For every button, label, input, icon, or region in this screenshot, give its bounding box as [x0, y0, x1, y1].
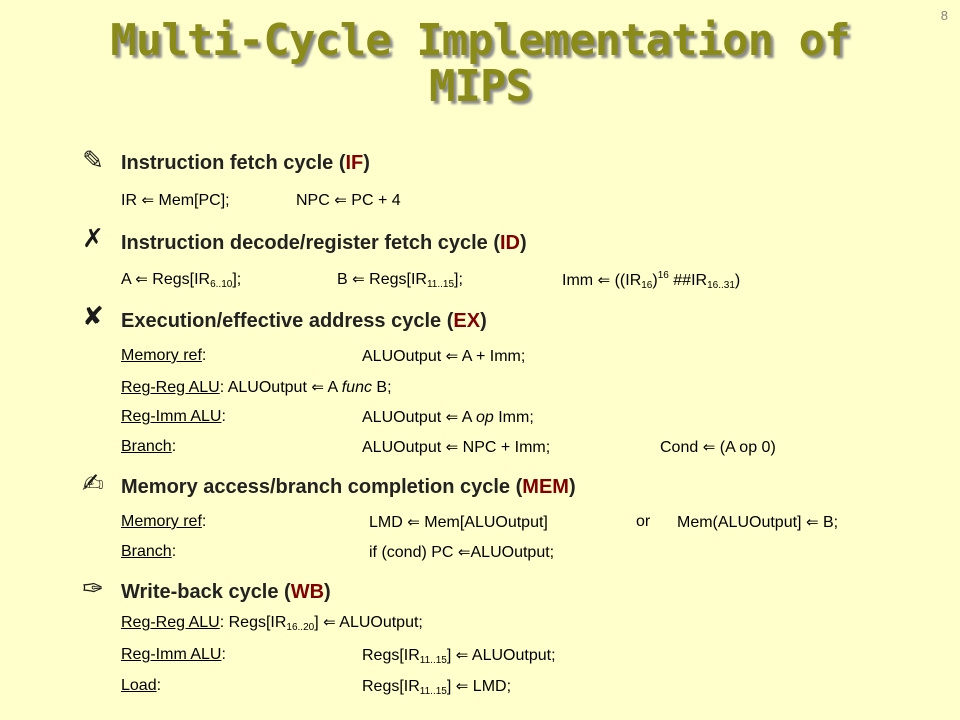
- ex-regimm-line: Reg-Imm ALU:: [121, 408, 226, 425]
- pen-bullet-icon: ✑: [82, 574, 104, 604]
- assign-arrow-icon: ⇐: [597, 271, 611, 289]
- pencil-bullet-icon: ✎: [82, 146, 104, 176]
- if-abbr: IF: [345, 152, 364, 174]
- assign-arrow-icon: ⇐: [334, 191, 347, 209]
- title-line-1: Multi-Cycle Implementation of: [110, 15, 850, 66]
- writing-hand-bullet-icon: ✍: [82, 469, 104, 499]
- ex-regimm-expr: ALUOutput ⇐ A op Imm;: [362, 408, 534, 426]
- assign-arrow-icon: ⇐: [445, 347, 459, 365]
- assign-arrow-icon: ⇐: [323, 613, 336, 631]
- title-line-2: MIPS: [429, 61, 532, 112]
- assign-arrow-icon: ⇐: [141, 191, 155, 209]
- mem-or: or: [636, 513, 651, 530]
- ex-cond-expr: Cond ⇐ (A op 0): [660, 438, 776, 456]
- id-b-line: B ⇐ Regs[IR11..15];: [337, 270, 463, 290]
- assign-arrow-icon: ⇐: [445, 438, 459, 456]
- assign-arrow-icon: ⇐: [457, 543, 471, 561]
- ex-abbr: EX: [453, 310, 481, 332]
- assign-arrow-icon: ⇐: [311, 378, 324, 396]
- assign-arrow-icon: ⇐: [702, 438, 716, 456]
- mem-heading: Memory access/branch completion cycle (M…: [121, 476, 576, 498]
- id-imm-line: Imm ⇐ ((IR16)16 ##IR16..31): [562, 270, 741, 291]
- id-heading: Instruction decode/register fetch cycle …: [121, 232, 527, 254]
- ex-mem-ref-line: Memory ref:: [121, 347, 207, 364]
- ex-branch-line: Branch:: [121, 438, 177, 455]
- assign-arrow-icon: ⇐: [352, 270, 365, 288]
- wb-heading: Write-back cycle (WB): [121, 581, 331, 603]
- wb-regimm-line: Reg-Imm ALU:: [121, 646, 226, 663]
- if-npc-line: NPC ⇐ PC + 4: [296, 191, 401, 209]
- assign-arrow-icon: ⇐: [805, 513, 819, 531]
- id-abbr: ID: [500, 232, 520, 254]
- if-line: IR ⇐ Mem[PC];: [121, 191, 230, 209]
- wb-regreg-line: Reg-Reg ALU: Regs[IR16..20] ⇐ ALUOutput;: [121, 613, 423, 633]
- ex-branch-expr: ALUOutput ⇐ NPC + Imm;: [362, 438, 551, 456]
- wb-load-line: Load:: [121, 677, 162, 694]
- mem-ref-expr-2: Mem(ALUOutput] ⇐ B;: [677, 513, 839, 531]
- assign-arrow-icon: ⇐: [407, 513, 420, 531]
- wb-abbr: WB: [290, 581, 325, 603]
- wb-load-expr: Regs[IR11..15] ⇐ LMD;: [362, 677, 512, 697]
- ex-mem-ref-expr: ALUOutput ⇐ A + Imm;: [362, 347, 526, 365]
- assign-arrow-icon: ⇐: [455, 677, 469, 695]
- cross-bullet-icon: ✗: [82, 224, 104, 254]
- if-heading: Instruction fetch cycle (IF): [121, 152, 370, 174]
- mem-ref-expr: LMD ⇐ Mem[ALUOutput]: [369, 513, 548, 531]
- assign-arrow-icon: ⇐: [135, 270, 148, 288]
- slide-number: 8: [940, 8, 948, 23]
- wb-regimm-expr: Regs[IR11..15] ⇐ ALUOutput;: [362, 646, 556, 666]
- cross-bullet-icon: ✘: [82, 302, 104, 332]
- id-a-line: A ⇐ Regs[IR6..10];: [121, 270, 242, 290]
- assign-arrow-icon: ⇐: [445, 408, 459, 426]
- assign-arrow-icon: ⇐: [455, 646, 469, 664]
- ex-heading: Execution/effective address cycle (EX): [121, 310, 487, 332]
- mem-abbr: MEM: [522, 476, 569, 498]
- ex-regreg-line: Reg-Reg ALU: ALUOutput ⇐ A func B;: [121, 378, 392, 396]
- slide-title: Multi-Cycle Implementation of MIPS: [0, 18, 960, 110]
- mem-ref-line: Memory ref:: [121, 513, 207, 530]
- mem-branch-line: Branch:: [121, 543, 177, 560]
- mem-branch-expr: if (cond) PC ⇐ALUOutput;: [369, 543, 555, 561]
